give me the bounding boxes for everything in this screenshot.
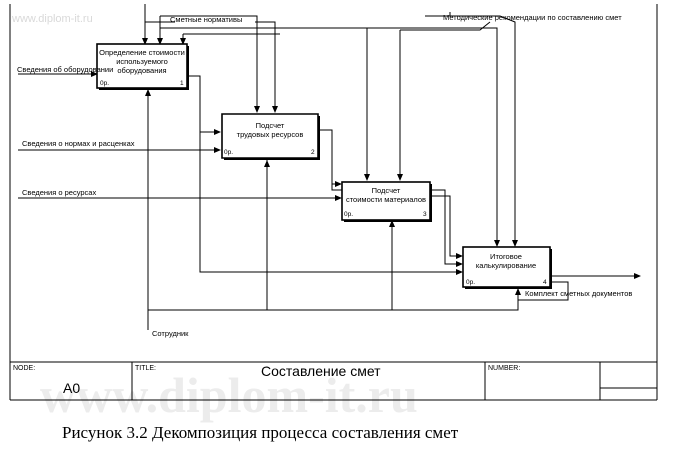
box-1-line-3: оборудования xyxy=(117,66,166,75)
title-block: NODE: A0 TITLE: Составление смет NUMBER: xyxy=(9,361,658,401)
box-3-line-2: стоимости материалов xyxy=(346,195,426,204)
watermark-big: www.diplom-it.ru xyxy=(40,367,418,423)
box-1-cost: 0р. xyxy=(100,80,109,87)
box-3-line-1: Подсчет xyxy=(372,186,401,195)
label-out-docs: Комплект сметных документов xyxy=(525,289,632,298)
process-box-2[interactable]: Подсчет трудовых ресурсов 0р. 2 xyxy=(221,113,320,160)
title-label: TITLE: xyxy=(135,365,156,372)
box-4-cost: 0р. xyxy=(466,279,475,286)
label-in-resources: Сведения о ресурсах xyxy=(22,188,96,197)
box-1-line-1: Определение стоимости xyxy=(99,48,185,57)
label-in-norms: Сведения о нормах и расценках xyxy=(22,139,135,148)
label-ctrl-normatives: Сметные нормативы xyxy=(170,15,242,24)
diagram-border xyxy=(9,4,658,400)
box-3-number: 3 xyxy=(423,211,427,218)
box-4-line-1: Итоговое xyxy=(490,252,522,261)
box-4-line-2: калькулирование xyxy=(476,261,536,270)
node-value: A0 xyxy=(63,380,80,396)
label-mech-employee: Сотрудник xyxy=(152,329,189,338)
box-2-number: 2 xyxy=(311,149,315,156)
figure-caption: Рисунок 3.2 Декомпозиция процесса состав… xyxy=(62,423,459,442)
box-1-line-2: используемого xyxy=(116,57,168,66)
box-4-number: 4 xyxy=(543,279,547,286)
box-2-line-2: трудовых ресурсов xyxy=(237,130,304,139)
process-box-3[interactable]: Подсчет стоимости материалов 0р. 3 xyxy=(341,181,432,222)
arrowheads xyxy=(91,38,641,295)
label-ctrl-methods: Методические рекомендации по составлению… xyxy=(443,13,622,22)
arrows xyxy=(18,4,640,330)
watermark-top: www.diplom-it.ru xyxy=(11,13,93,25)
box-1-number: 1 xyxy=(180,80,184,87)
process-box-1[interactable]: Определение стоимости используемого обор… xyxy=(96,43,189,90)
number-label: NUMBER: xyxy=(488,365,520,372)
process-box-4[interactable]: Итоговое калькулирование 0р. 4 xyxy=(462,246,552,289)
title-value: Составление смет xyxy=(261,363,381,379)
box-2-line-1: Подсчет xyxy=(256,121,285,130)
box-2-cost: 0р. xyxy=(224,149,233,156)
label-in-equipment: Сведения об оборудовании xyxy=(17,65,113,74)
node-label: NODE: xyxy=(13,365,35,372)
box-3-cost: 0р. xyxy=(344,211,353,218)
